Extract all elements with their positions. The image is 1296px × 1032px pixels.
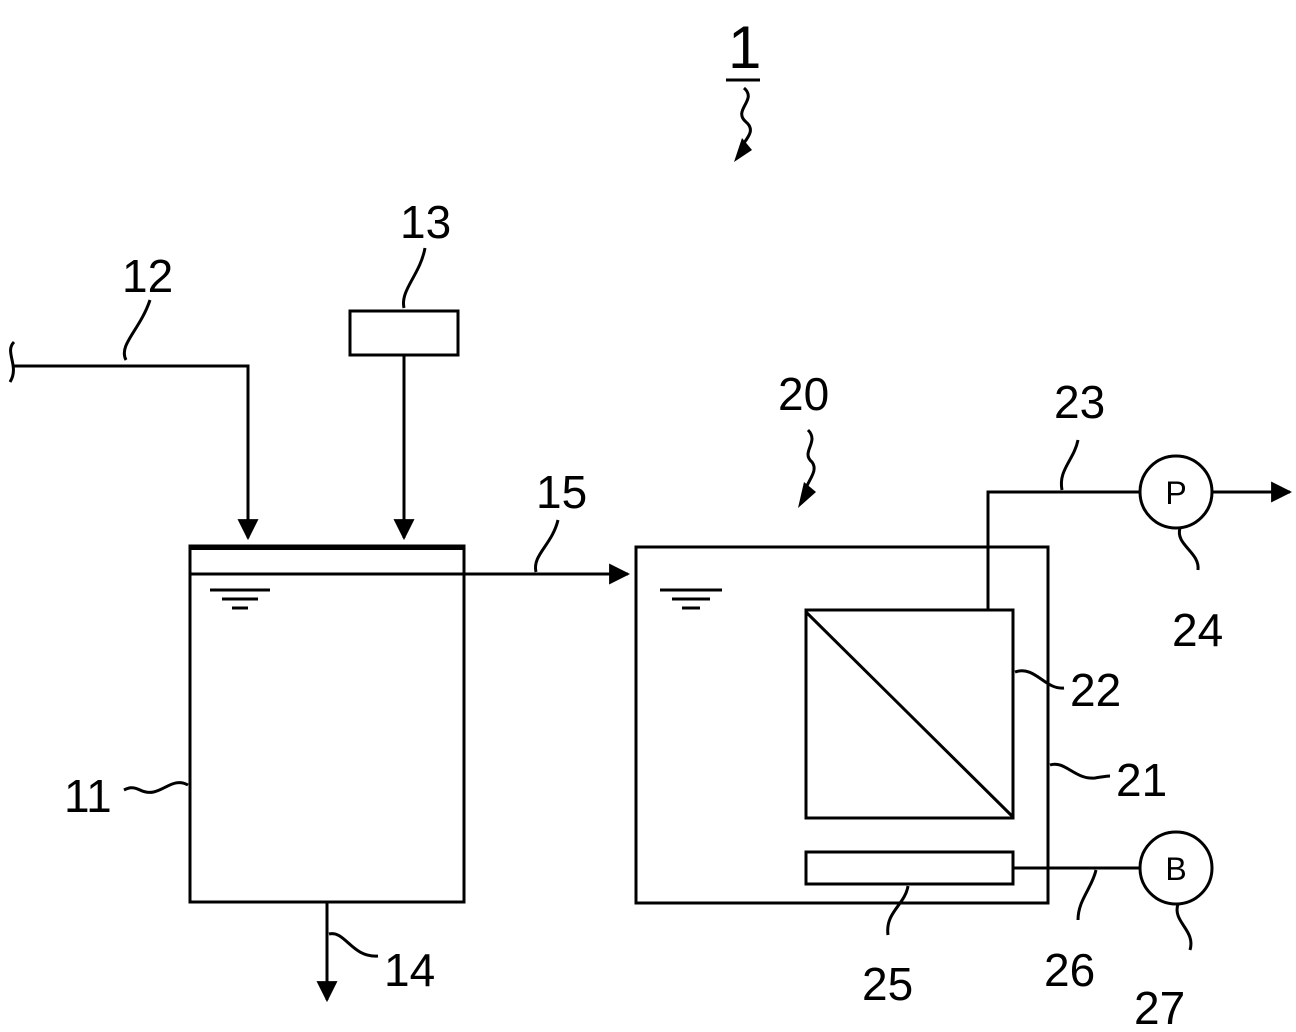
tank-21 xyxy=(634,545,1050,905)
diffuser-label: 25 xyxy=(862,958,913,1010)
diffuser-leader xyxy=(886,885,910,936)
blower-leader xyxy=(1175,903,1193,951)
tank-21-label: 21 xyxy=(1116,754,1167,806)
feed-line-12 xyxy=(14,364,259,541)
membrane-module-diagonal xyxy=(804,610,1014,818)
membrane-unit-arrowhead xyxy=(798,482,816,508)
dosing-unit-13 xyxy=(348,309,460,357)
membrane-module-leader xyxy=(1014,669,1065,690)
tank-21-leader xyxy=(1049,762,1111,780)
system-ref-arrowhead xyxy=(734,138,752,162)
tank-11-leader xyxy=(123,781,189,794)
membrane-module-label: 22 xyxy=(1070,664,1121,716)
pump-symbol: P xyxy=(1165,475,1186,511)
tank-11-label: 11 xyxy=(64,770,112,822)
permeate-line-23 xyxy=(986,490,1140,610)
blower-label: 27 xyxy=(1134,982,1185,1032)
dosing-unit-leader xyxy=(402,247,427,309)
permeate-line-label: 23 xyxy=(1054,376,1105,428)
dosing-unit-label: 13 xyxy=(400,196,451,248)
feed-line-leader xyxy=(122,299,152,361)
membrane-unit-leader xyxy=(804,428,816,489)
blower-27 xyxy=(1138,830,1214,906)
transfer-line-leader xyxy=(534,519,560,573)
tank-11-water-level-symbol xyxy=(210,588,270,610)
membrane-unit-label: 20 xyxy=(778,368,829,420)
blower-symbol: B xyxy=(1165,851,1186,887)
pump-label: 24 xyxy=(1172,604,1223,656)
tank-21-water-level-symbol xyxy=(660,588,722,610)
diffuser-25 xyxy=(804,850,1015,886)
air-line-leader xyxy=(1076,869,1098,921)
feed-line-label: 12 xyxy=(122,250,173,302)
drain-line-label: 14 xyxy=(384,944,435,996)
drain-line-leader xyxy=(328,932,379,958)
transfer-line-label: 15 xyxy=(536,466,587,518)
pump-leader xyxy=(1177,527,1200,571)
air-line-label: 26 xyxy=(1044,944,1095,996)
system-ref-label: 1 xyxy=(728,14,761,81)
feed-line-break-mark xyxy=(8,340,16,383)
permeate-line-leader xyxy=(1059,439,1080,491)
